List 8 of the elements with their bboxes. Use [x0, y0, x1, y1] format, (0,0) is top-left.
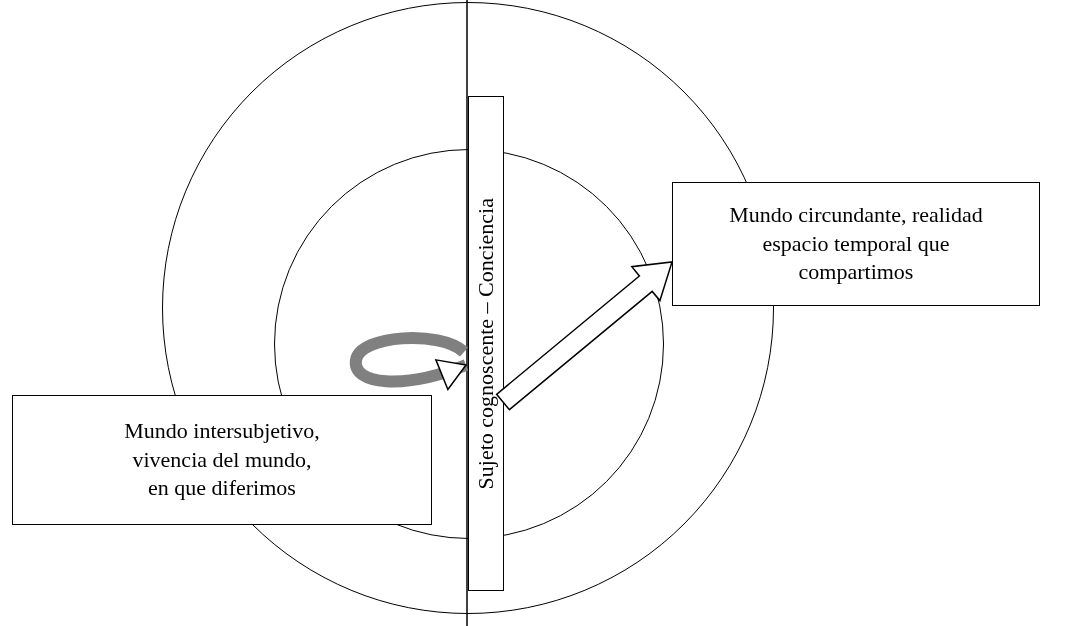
box-text: Mundo circundante, realidad espacio temporal que compartimos: [729, 201, 983, 287]
vertical-label: Sujeto cognoscente – Conciencia: [471, 197, 499, 490]
text-box: [672, 182, 1040, 306]
block-arrow: [495, 261, 674, 411]
text-box: [12, 395, 432, 525]
box-text: Mundo intersubjetivo, vivencia del mundo, en que diferimos: [124, 417, 320, 503]
curved-arrow: [350, 332, 469, 390]
subject-box: [468, 96, 504, 591]
